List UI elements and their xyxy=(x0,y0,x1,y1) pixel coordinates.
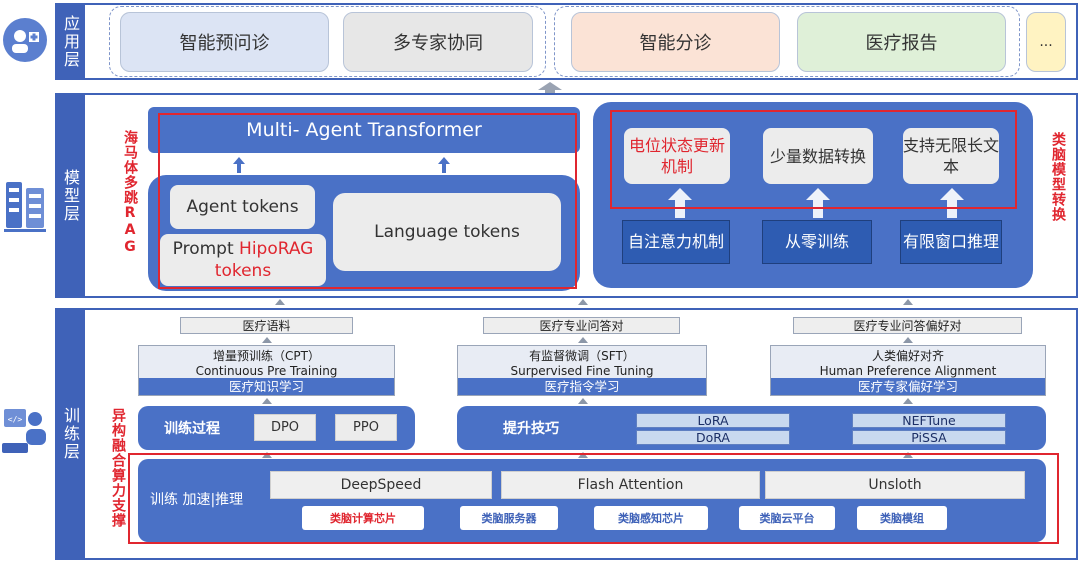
sft-title-en: Surpervised Fine Tuning xyxy=(510,364,654,378)
accel-to-skills-arrow-2 xyxy=(903,452,913,458)
cpt-title-cn: 增量预训练（CPT） xyxy=(213,349,320,363)
finite-window-button[interactable]: 有限窗口推理 xyxy=(900,220,1002,264)
heterogeneous-compute-label: 异构融合算力支撑 xyxy=(110,408,126,528)
prompt-hiporag-tokens[interactable]: Prompt HipoRAG tokens xyxy=(160,234,326,286)
brain-sensor-chip-tag[interactable]: 类脑感知芯片 xyxy=(594,506,708,530)
lora-chip[interactable]: LoRA xyxy=(636,413,790,428)
compute-highlight-frame xyxy=(128,453,1059,544)
train-layer-label: 训练层 xyxy=(55,308,85,560)
train-from-scratch-button[interactable]: 从零训练 xyxy=(762,220,872,264)
training-process-label: 训练过程 xyxy=(164,421,220,437)
hiporag-highlight: HipoRAG xyxy=(239,239,314,259)
method-cpt: 增量预训练（CPT） Continuous Pre Training 医疗知识学… xyxy=(138,345,395,396)
doctor-avatar-icon xyxy=(3,18,47,62)
tokens-to-transformer-arrow-right xyxy=(438,157,450,173)
app-pre-consultation[interactable]: 智能预问诊 xyxy=(120,12,329,72)
app-layer-label: 应用层 xyxy=(55,3,85,80)
medical-qa-pairs: 医疗专业问答对 xyxy=(483,317,680,334)
alignment-title-en: Human Preference Alignment xyxy=(819,364,997,378)
cpt-foot: 医疗知识学习 xyxy=(139,378,394,395)
long-text-box[interactable]: 支持无限长文本 xyxy=(903,128,999,184)
self-attention-button[interactable]: 自注意力机制 xyxy=(622,220,730,264)
accel-to-skills-arrow xyxy=(578,452,588,458)
transformer-title: Multi- Agent Transformer xyxy=(246,119,482,141)
developer-icon: </> xyxy=(2,405,48,455)
app-multi-expert[interactable]: 多专家协同 xyxy=(343,12,533,72)
rag-highlight-frame xyxy=(158,113,577,289)
window-up-arrow xyxy=(940,188,964,218)
brain-conversion-label: 类脑模型转换 xyxy=(1050,132,1066,222)
server-rack-icon xyxy=(4,180,46,234)
train-up-arrow-1 xyxy=(275,299,285,305)
flash-attention-item[interactable]: Flash Attention xyxy=(501,471,760,499)
brain-module-tag[interactable]: 类脑模组 xyxy=(857,506,947,530)
app-group-left xyxy=(109,6,546,77)
hippocampus-rag-label: 海马体多跳RAG xyxy=(122,130,138,256)
app-triage[interactable]: 智能分诊 xyxy=(571,12,780,72)
method-alignment: 人类偏好对齐 Human Preference Alignment 医疗专家偏好… xyxy=(770,345,1046,396)
dora-chip[interactable]: DoRA xyxy=(636,430,790,445)
skills-to-sft-arrow xyxy=(578,398,588,404)
medical-preference-pairs: 医疗专业问答偏好对 xyxy=(793,317,1022,334)
sft-title-cn: 有监督微调（SFT） xyxy=(529,349,635,363)
model-to-app-arrow xyxy=(538,80,562,95)
svg-text:</>: </> xyxy=(8,415,23,424)
train-up-arrow-2 xyxy=(578,299,588,305)
method-sft: 有监督微调（SFT） Surpervised Fine Tuning 医疗指令学… xyxy=(457,345,707,396)
brain-server-tag[interactable]: 类脑服务器 xyxy=(460,506,558,530)
pissa-chip[interactable]: PiSSA xyxy=(852,430,1006,445)
qa-to-sft-arrow xyxy=(578,337,588,343)
accel-to-process-arrow xyxy=(262,452,272,458)
potential-update-box[interactable]: 电位状态更新机制 xyxy=(624,128,730,184)
agent-tokens[interactable]: Agent tokens xyxy=(170,185,315,229)
app-more[interactable]: ... xyxy=(1026,12,1066,72)
brain-highlight-frame xyxy=(610,110,1017,209)
cpt-title-en: Continuous Pre Training xyxy=(195,364,338,378)
corpus-to-cpt-arrow xyxy=(262,337,272,343)
dpo-option[interactable]: DPO xyxy=(254,414,316,441)
sft-foot: 医疗指令学习 xyxy=(458,378,706,395)
train-up-arrow-3 xyxy=(903,299,913,305)
medical-corpus: 医疗语料 xyxy=(180,317,353,334)
process-to-cpt-arrow xyxy=(262,398,272,404)
pref-to-align-arrow xyxy=(903,337,913,343)
brain-chip-tag[interactable]: 类脑计算芯片 xyxy=(302,506,424,530)
skills-to-align-arrow xyxy=(903,398,913,404)
app-medical-report[interactable]: 医疗报告 xyxy=(797,12,1006,72)
tokens-to-transformer-arrow-left xyxy=(233,157,245,173)
alignment-foot: 医疗专家偏好学习 xyxy=(771,378,1045,395)
app-group-right xyxy=(554,6,1020,77)
deepspeed-item[interactable]: DeepSpeed xyxy=(270,471,492,499)
prompt-prefix: Prompt xyxy=(172,239,240,259)
attention-up-arrow xyxy=(668,188,692,218)
improvement-skills-label: 提升技巧 xyxy=(503,421,559,437)
brain-cloud-tag[interactable]: 类脑云平台 xyxy=(739,506,835,530)
ppo-option[interactable]: PPO xyxy=(335,414,397,441)
prompt-suffix: tokens xyxy=(214,261,272,281)
acceleration-label: 训练 加速|推理 xyxy=(150,492,244,508)
scratch-up-arrow xyxy=(806,188,830,218)
alignment-title-cn: 人类偏好对齐 xyxy=(871,349,944,363)
model-layer-label: 模型层 xyxy=(55,93,85,298)
small-data-box[interactable]: 少量数据转换 xyxy=(763,128,873,184)
language-tokens[interactable]: Language tokens xyxy=(333,193,561,271)
neftune-chip[interactable]: NEFTune xyxy=(852,413,1006,428)
unsloth-item[interactable]: Unsloth xyxy=(765,471,1025,499)
